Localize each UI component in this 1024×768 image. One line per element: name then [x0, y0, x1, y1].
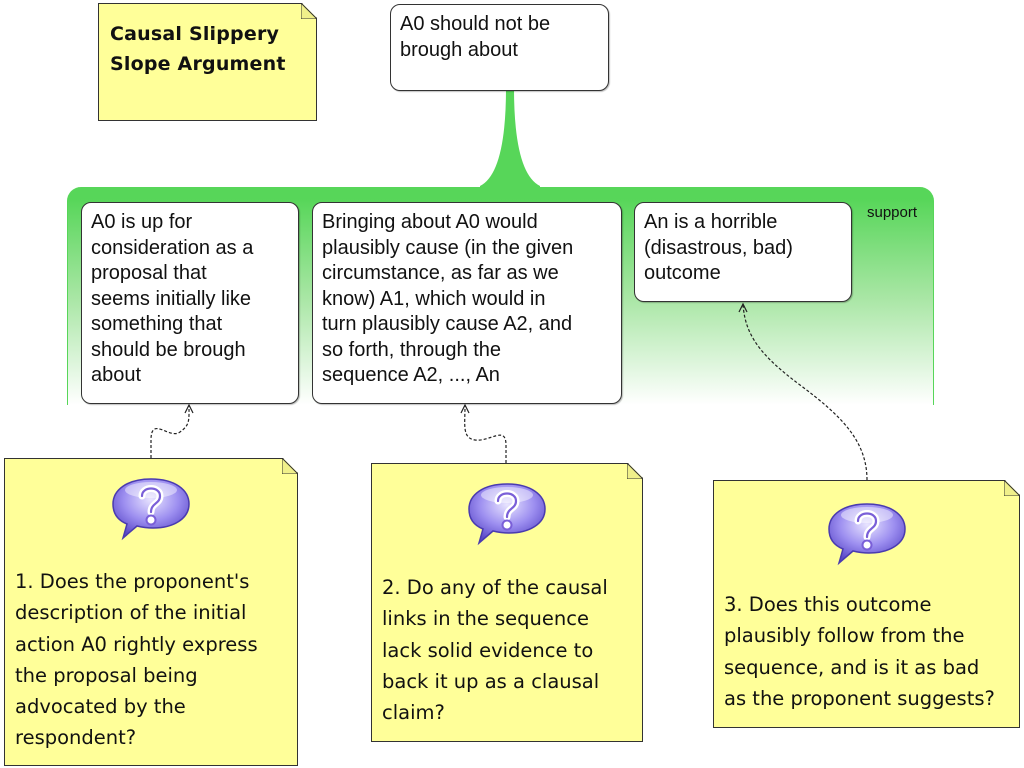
- question-line: lack solid evidence to: [382, 638, 594, 662]
- question-line: claim?: [382, 701, 445, 725]
- critical-question-note-1[interactable]: 1. Does the proponent's description of t…: [4, 458, 298, 766]
- conclusion-line: A0 should not be: [400, 13, 551, 35]
- premise-line: sequence A2, ..., An: [322, 364, 500, 386]
- question-line: sequence, and is it as bad: [724, 655, 980, 679]
- critical-question-text: 1. Does the proponent's description of t…: [15, 566, 258, 754]
- note-fold-corner: [1004, 480, 1020, 496]
- question-line: 3. Does this outcome: [724, 593, 932, 616]
- support-label: support: [867, 204, 918, 221]
- question-line: description of the initial: [15, 601, 247, 625]
- premise-line: turn plausibly cause A2, and: [322, 313, 573, 335]
- question-line: 2. Do any of the causal: [382, 576, 608, 599]
- note-fold-corner: [282, 458, 298, 474]
- premise-line: proposal that: [91, 262, 207, 284]
- title-line: Causal Slippery: [110, 23, 280, 45]
- question-line: back it up as a clausal: [382, 669, 600, 693]
- premise-line: seems initially like: [91, 287, 252, 310]
- critical-question-text: 2. Do any of the causal links in the seq…: [382, 572, 608, 728]
- premise-line: so forth, through the: [322, 338, 502, 361]
- support-link-stem: [480, 88, 540, 190]
- question-line: action A0 rightly express: [15, 632, 258, 656]
- question-line: as the proponent suggests?: [724, 686, 995, 710]
- connector-cq1: [150, 405, 190, 458]
- title-line: Slope Argument: [110, 53, 286, 75]
- premise-node-initial-proposal[interactable]: A0 is up for consideration as a proposal…: [81, 202, 299, 404]
- question-line: 1. Does the proponent's: [15, 570, 250, 593]
- premise-line: about: [91, 364, 142, 386]
- premise-node-bad-outcome[interactable]: An is a horrible (disastrous, bad) outco…: [634, 202, 852, 302]
- arrowhead-cq2: [460, 403, 470, 414]
- critical-question-note-3[interactable]: 3. Does this outcome plausibly follow fr…: [713, 480, 1020, 728]
- question-line: respondent?: [15, 726, 137, 750]
- question-bubble-icon: [465, 481, 549, 547]
- diagram-title: Causal Slippery Slope Argument: [110, 19, 286, 79]
- question-bubble-icon: [825, 501, 909, 567]
- conclusion-node[interactable]: A0 should not be brough about: [390, 4, 609, 91]
- critical-question-text: 3. Does this outcome plausibly follow fr…: [724, 589, 995, 714]
- premise-line: Bringing about A0 would: [322, 211, 538, 233]
- question-line: links in the sequence: [382, 607, 589, 631]
- premise-node-causal-sequence[interactable]: Bringing about A0 would plausibly cause …: [312, 202, 622, 404]
- question-line: advocated by the: [15, 695, 186, 719]
- question-bubble-icon: [109, 476, 193, 542]
- connector-cq2: [464, 405, 507, 463]
- note-fold-corner: [627, 463, 643, 479]
- premise-line: A0 is up for: [91, 211, 193, 233]
- premise-line: circumstance, as far as we: [322, 262, 559, 284]
- premise-line: outcome: [644, 262, 721, 284]
- premise-line: know) A1, which would in: [322, 287, 546, 310]
- premise-line: plausibly cause (in the given: [322, 236, 574, 259]
- arrowhead-cq1: [184, 403, 194, 414]
- critical-question-note-2[interactable]: 2. Do any of the causal links in the seq…: [371, 463, 643, 742]
- title-note[interactable]: Causal Slippery Slope Argument: [98, 3, 317, 121]
- premise-line: consideration as a: [91, 236, 254, 259]
- premise-line: An is a horrible: [644, 211, 778, 233]
- conclusion-line: brough about: [400, 38, 518, 61]
- question-line: plausibly follow from the: [724, 624, 965, 648]
- question-line: the proposal being: [15, 663, 198, 687]
- note-fold-corner: [301, 3, 317, 19]
- premise-line: (disastrous, bad): [644, 236, 793, 259]
- premise-line: something that: [91, 313, 223, 335]
- premise-line: should be brough: [91, 338, 246, 361]
